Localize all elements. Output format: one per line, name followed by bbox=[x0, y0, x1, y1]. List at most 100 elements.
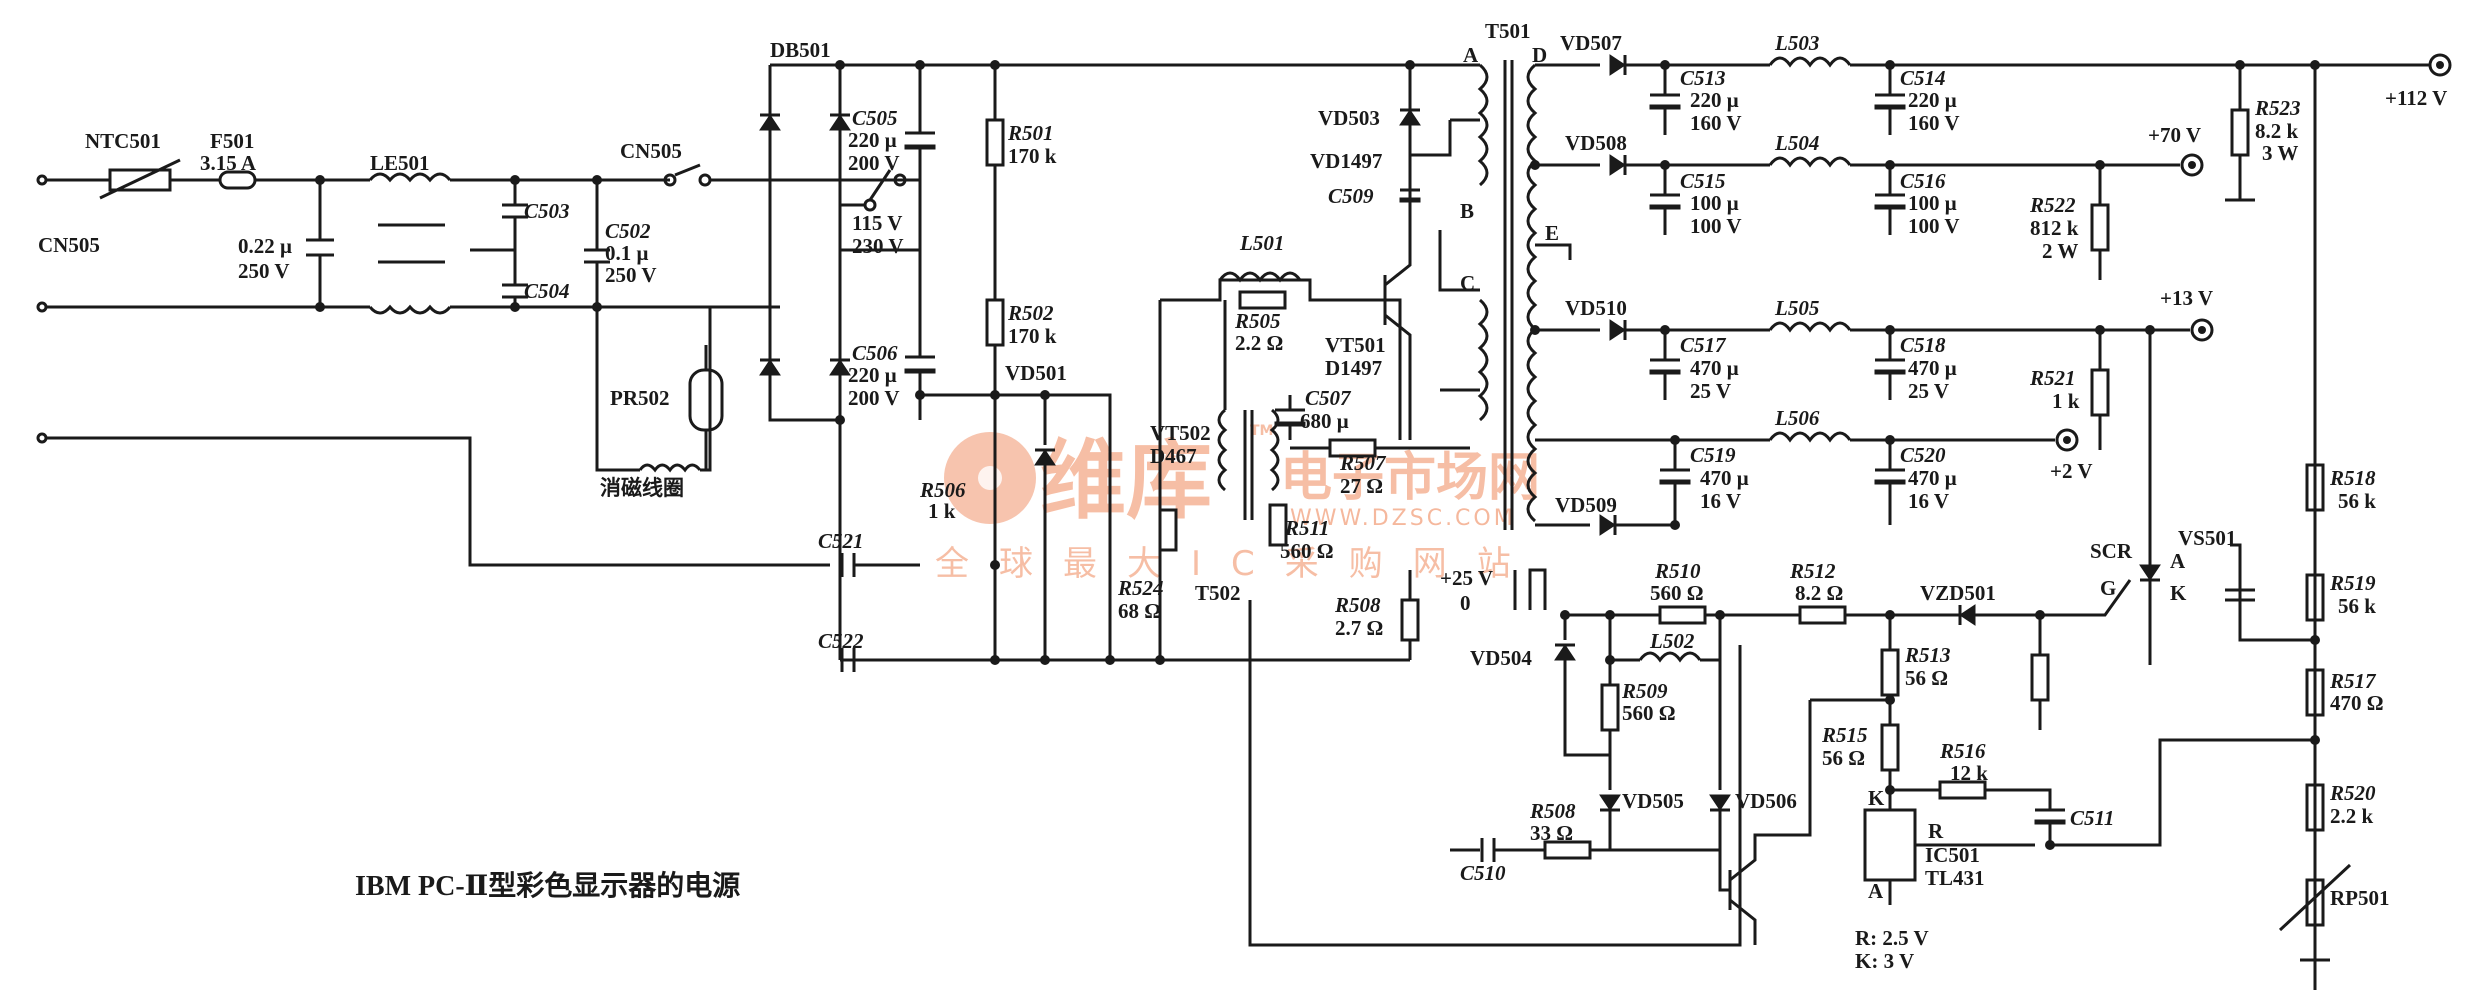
r-feedback-resistor bbox=[2030, 653, 2050, 702]
r515-resistor bbox=[1880, 723, 1900, 772]
c513-label: C513 bbox=[1680, 66, 1726, 90]
c507-value: 680 μ bbox=[1300, 409, 1349, 433]
c516-value: 100 μ bbox=[1908, 191, 1957, 215]
feedback-control bbox=[1450, 330, 2352, 962]
r517-value: 470 Ω bbox=[2330, 691, 2384, 715]
c502-label: C502 bbox=[605, 219, 651, 243]
r516-value: 12 k bbox=[1950, 761, 1988, 785]
r522-resistor bbox=[2090, 203, 2110, 252]
c518-voltage: 25 V bbox=[1908, 379, 1949, 403]
component-labels: NTC501 F501 3.15 A CN505 0.22 μ 250 V LE… bbox=[38, 19, 2447, 973]
vd508-label: VD508 bbox=[1565, 131, 1627, 155]
c520-label: C520 bbox=[1900, 443, 1946, 467]
r501-resistor bbox=[985, 118, 1005, 167]
t501-label: T501 bbox=[1485, 19, 1531, 43]
l503-label: L503 bbox=[1774, 31, 1819, 55]
r512-label: R512 bbox=[1789, 559, 1836, 583]
scr-cathode-label: K bbox=[2170, 581, 2187, 605]
c505-voltage: 200 V bbox=[848, 151, 900, 175]
r508a-label: R508 bbox=[1334, 593, 1381, 617]
bridge-rectifier bbox=[759, 63, 1480, 672]
r519-label: R519 bbox=[2329, 571, 2376, 595]
r522-value: 812 k bbox=[2030, 216, 2079, 240]
watermark-site: 电子市场网 bbox=[1280, 448, 1540, 508]
r508b-label: R508 bbox=[1529, 799, 1576, 823]
out70-label: +70 V bbox=[2148, 123, 2201, 147]
d1497-label: D1497 bbox=[1325, 356, 1382, 380]
c506-value: 220 μ bbox=[848, 363, 897, 387]
vd505-label: VD505 bbox=[1622, 789, 1684, 813]
c518-label: C518 bbox=[1900, 333, 1946, 357]
r521-value: 1 k bbox=[2052, 389, 2080, 413]
switch-230v: 230 V bbox=[852, 234, 904, 258]
l502-label: L502 bbox=[1649, 629, 1695, 653]
c514-voltage: 160 V bbox=[1908, 111, 1960, 135]
out70-terminal bbox=[2180, 153, 2204, 177]
r521-resistor bbox=[2090, 368, 2110, 417]
cn505-left-label: CN505 bbox=[38, 233, 100, 257]
tl431-label: TL431 bbox=[1925, 866, 1985, 890]
t501-pin-c: C bbox=[1460, 271, 1475, 295]
r513-value: 56 Ω bbox=[1905, 666, 1948, 690]
r510-label: R510 bbox=[1654, 559, 1701, 583]
plus25v-label: +25 V bbox=[1440, 566, 1493, 590]
ic501-label: IC501 bbox=[1925, 843, 1980, 867]
l504-label: L504 bbox=[1774, 131, 1819, 155]
r511-resistor bbox=[1268, 503, 1288, 547]
r502-value: 170 k bbox=[1008, 324, 1057, 348]
c519-value: 470 μ bbox=[1700, 466, 1749, 490]
vd509-label: VD509 bbox=[1555, 493, 1617, 517]
r523-watt: 3 W bbox=[2262, 141, 2298, 165]
r519-resistor bbox=[2305, 573, 2325, 622]
c505-value: 220 μ bbox=[848, 128, 897, 152]
rp501-label: RP501 bbox=[2330, 886, 2390, 910]
r505-label: R505 bbox=[1234, 309, 1281, 333]
vd510-label: VD510 bbox=[1565, 296, 1627, 320]
c513-value: 220 μ bbox=[1690, 88, 1739, 112]
watermark-url: WWW.DZSC.COM bbox=[1290, 506, 1516, 531]
db501-label: DB501 bbox=[770, 38, 831, 62]
out112-terminal bbox=[2428, 53, 2452, 77]
r523-resistor bbox=[2230, 108, 2250, 157]
r505-value: 2.2 Ω bbox=[1235, 331, 1283, 355]
vd506-label: VD506 bbox=[1735, 789, 1797, 813]
c515-value: 100 μ bbox=[1690, 191, 1739, 215]
r508b-value: 33 Ω bbox=[1530, 821, 1573, 845]
r508a-resistor bbox=[1400, 598, 1420, 642]
scr-gate-label: G bbox=[2100, 576, 2116, 600]
r509-resistor bbox=[1600, 683, 1620, 732]
c503-label: C503 bbox=[524, 199, 570, 223]
scr-anode-label: A bbox=[2170, 549, 2186, 573]
r520-label: R520 bbox=[2329, 781, 2376, 805]
c515-label: C515 bbox=[1680, 169, 1726, 193]
out2-label: +2 V bbox=[2050, 459, 2093, 483]
r-voltage-note: R: 2.5 V bbox=[1855, 926, 1929, 950]
r520-value: 2.2 k bbox=[2330, 804, 2374, 828]
r501-value: 170 k bbox=[1008, 144, 1057, 168]
vt502-label: VT502 bbox=[1150, 421, 1211, 445]
c514-label: C514 bbox=[1900, 66, 1946, 90]
vd503-label: VD503 bbox=[1318, 106, 1380, 130]
r516-label: R516 bbox=[1939, 739, 1986, 763]
cap022-voltage: 250 V bbox=[238, 259, 290, 283]
r522-watt: 2 W bbox=[2042, 239, 2078, 263]
vt501-label: VT501 bbox=[1325, 333, 1386, 357]
c516-voltage: 100 V bbox=[1908, 214, 1960, 238]
f501-value: 3.15 A bbox=[200, 151, 257, 175]
c520-voltage: 16 V bbox=[1908, 489, 1949, 513]
r509-value: 560 Ω bbox=[1622, 701, 1676, 725]
t501-pin-e: E bbox=[1545, 221, 1559, 245]
c522-label: C522 bbox=[818, 629, 864, 653]
r502-label: R502 bbox=[1007, 301, 1054, 325]
c502-voltage: 250 V bbox=[605, 263, 657, 287]
r522-label: R522 bbox=[2029, 193, 2076, 217]
input-section bbox=[36, 158, 920, 567]
r518-label: R518 bbox=[2329, 466, 2376, 490]
out2-terminal bbox=[2055, 428, 2079, 452]
l505-label: L505 bbox=[1774, 296, 1819, 320]
junctions bbox=[315, 60, 2320, 850]
t501-pin-d: D bbox=[1532, 43, 1547, 67]
watermark-brand: 维库 bbox=[1040, 431, 1212, 531]
t501-pin-a: A bbox=[1463, 43, 1479, 67]
